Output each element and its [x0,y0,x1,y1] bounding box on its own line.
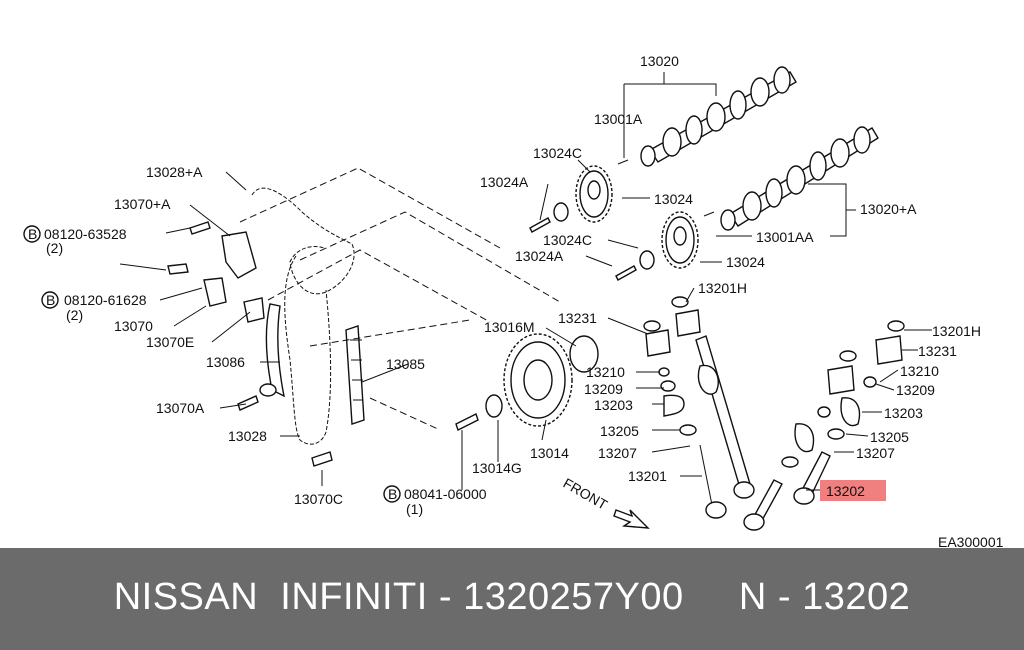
camshaft-lower [720,126,879,231]
label-13024A-upper: 13024A [480,174,529,190]
label-13209-right: 13209 [896,382,935,398]
tensioner-body [203,231,277,397]
footer-bar: NISSAN INFINITI - 1320257Y00 N - 13202 [0,548,1024,650]
leader-lines [119,72,932,491]
label-13231-right: 13231 [918,343,957,359]
label-13001A: 13001A [594,111,643,127]
camshaft-upper [640,66,797,167]
part-labels: 13020 13001A 13024C 13024A 13024 13020+A… [44,53,1004,548]
parts-diagram: FRONT B B B 13020 13001A 13024C 13024A 1… [23,53,1004,548]
cam-sprocket-upper [575,165,613,223]
label-13016M: 13016M [484,319,535,335]
front-label: FRONT [561,475,611,513]
label-13024-lower: 13024 [726,254,765,270]
label-qty-1: (1) [406,501,423,517]
label-13205-left: 13205 [600,423,639,439]
label-13201H-right: 13201H [932,323,981,339]
chain-guide-right [345,325,365,425]
label-13028A: 13028+A [146,164,203,180]
tensioner-arm [265,303,285,398]
sprocket-washers-bolts [529,202,655,281]
footer-part-number: NISSAN INFINITI - 1320257Y00 N - 13202 [113,576,911,618]
label-13014: 13014 [530,445,569,461]
label-13014G: 13014G [472,460,522,476]
label-13020: 13020 [640,53,679,69]
label-qty-2b: (2) [66,307,83,323]
label-qty-2a: (2) [46,240,63,256]
bolts-left [167,221,333,467]
label-13070C: 13070C [294,491,343,507]
highlight-13202 [820,480,886,501]
diagram-ref-code: EA300001 [938,534,1004,548]
label-08120-63528: 08120-63528 [44,226,127,242]
label-13231-left: 13231 [558,310,597,326]
label-13070E: 13070E [146,334,194,350]
label-08120-61628: 08120-61628 [64,292,147,308]
label-13201H-left: 13201H [698,280,747,296]
label-13024C-lower: 13024C [543,232,592,248]
timing-chain-primary [284,255,332,445]
label-13203-left: 13203 [594,397,633,413]
label-13024A-lower: 13024A [515,248,564,264]
label-08041-06000: 08041-06000 [404,486,487,502]
label-13207-right: 13207 [856,445,895,461]
b-mark-a: B [28,226,37,242]
label-13201: 13201 [628,468,667,484]
label-13070A: 13070A [156,400,205,416]
b-mark-c: B [388,486,397,502]
label-13210-right: 13210 [900,363,939,379]
crank-sprocket [455,333,599,431]
dowel-pins [617,159,715,217]
label-13001AA: 13001AA [756,229,814,245]
label-13202: 13202 [826,483,865,499]
cam-sprocket-lower [661,211,699,269]
b-mark-b: B [46,292,55,308]
b-marks: B B B [23,225,401,503]
label-13210-left: 13210 [586,364,625,380]
label-13020A: 13020+A [860,201,917,217]
valve-train-right [743,320,905,531]
label-13070: 13070 [114,318,153,334]
label-13205-right: 13205 [870,429,909,445]
label-13203-right: 13203 [884,405,923,421]
label-13024-upper: 13024 [654,191,693,207]
valve-train-left [643,296,755,519]
label-13207-left: 13207 [598,445,637,461]
label-13028: 13028 [228,428,267,444]
timing-chain-upper [251,187,355,295]
label-13085: 13085 [386,356,425,372]
label-13086: 13086 [206,354,245,370]
reference-lines [239,167,561,431]
label-13024C-upper: 13024C [533,145,582,161]
label-13209-left: 13209 [584,381,623,397]
label-13070A-top: 13070+A [114,196,171,212]
